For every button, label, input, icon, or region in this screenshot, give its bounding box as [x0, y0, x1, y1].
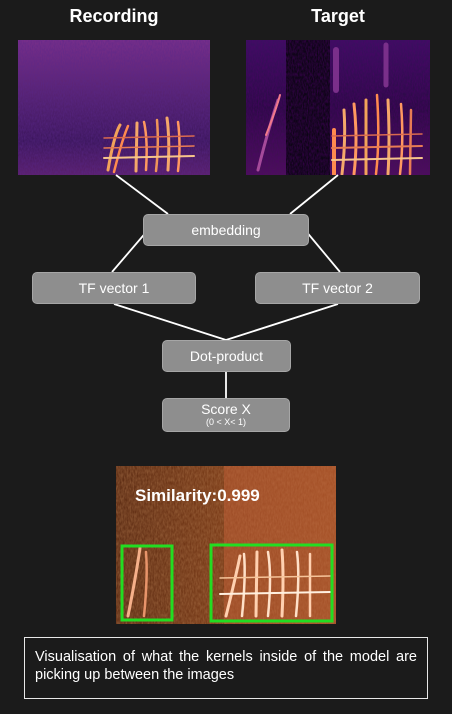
recording-spectrogram — [18, 40, 210, 175]
score-node: Score X (0 < X< 1) — [162, 398, 290, 432]
dot-product-node: Dot-product — [162, 340, 291, 372]
connector-recording-embedding — [115, 174, 169, 215]
connector-target-embedding — [289, 174, 339, 215]
connector-tf1-dot — [113, 303, 227, 341]
connector-embedding-tf2 — [304, 229, 341, 273]
target-spectrogram — [246, 40, 430, 175]
highlight-box-left — [120, 544, 174, 622]
tf-vector-1-node: TF vector 1 — [32, 272, 196, 304]
target-title: Target — [311, 6, 365, 26]
caption-box: Visualisation of what the kernels inside… — [24, 637, 428, 699]
tf-vector-2-node: TF vector 2 — [255, 272, 420, 304]
embedding-node: embedding — [143, 214, 309, 246]
highlight-box-right — [209, 543, 334, 623]
recording-title: Recording — [69, 6, 159, 26]
connector-tf2-dot — [225, 303, 339, 341]
similarity-label: Similarity:0.999 — [135, 486, 260, 505]
score-label: Score X — [201, 401, 251, 418]
connector-embedding-tf1 — [111, 229, 149, 273]
score-range-label: (0 < X< 1) — [205, 416, 247, 427]
kernel-visualisation-image — [116, 466, 336, 624]
